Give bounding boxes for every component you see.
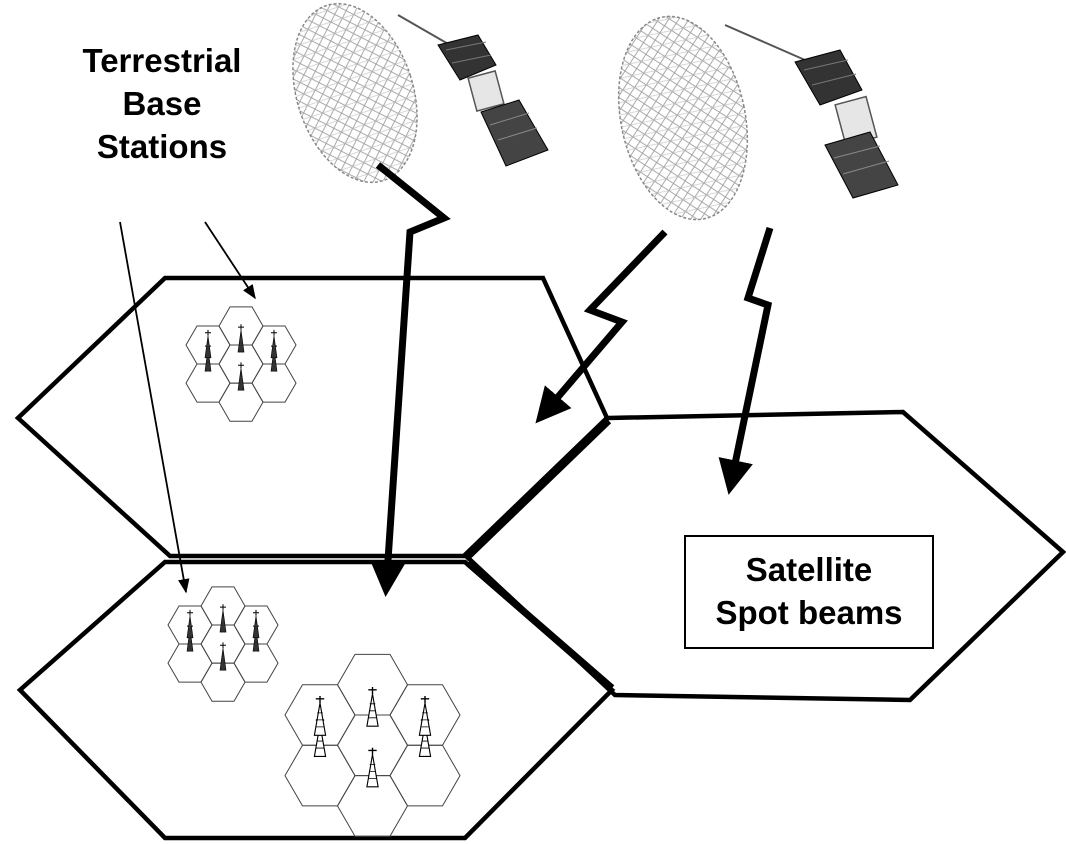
base-station-tower-icon [366,747,379,788]
spot-label-line-1: Satellite [745,551,873,588]
spot-beam-hex-upper [14,275,610,559]
downlink-arrow-2 [535,229,668,424]
base-station-tower-icon [237,362,245,391]
satellite-spot-beams-box: Satellite Spot beams [684,535,934,649]
base-station-tower-icon [237,324,245,353]
terrestrial-cell-cluster-lower-right [284,653,461,837]
beam-boundary-thick [461,416,612,562]
base-station-tower-icon [252,609,260,639]
antenna-reflector-icon [292,2,418,184]
antenna-reflector-icon [617,15,749,221]
satellite-2 [617,15,899,221]
base-station-tower-icon [219,604,227,633]
base-station-tower-icon [313,696,327,736]
lightning-arrow-icon [370,162,774,597]
base-station-tower-icon [204,329,212,359]
terrestrial-cell [336,775,409,837]
terrestrial-label-line-1: Terrestrial [82,42,242,79]
base-station-tower-icon [186,609,194,639]
pointer-arrow-upper [204,221,256,300]
downlink-arrow-3 [718,226,774,495]
terrestrial-cell-cluster-lower-left [167,586,279,702]
satellite-spot-beams-label: Satellite Spot beams [686,549,932,635]
downlink-arrow-1 [370,162,451,597]
pointer-arrow-lower [119,221,190,594]
base-station-tower-icon [270,329,278,359]
beam-boundary-thick-lower [465,560,615,691]
satellite-icon [437,34,549,167]
terrestrial-label-line-2: Base [122,84,202,122]
spot-label-line-2: Spot beams [715,593,903,631]
terrestrial-cell [218,382,264,422]
satellite-1 [292,2,549,184]
base-station-tower-icon [366,686,379,727]
terrestrial-cell [200,662,246,702]
terrestrial-cell-cluster-upper [185,306,297,422]
terrestrial-label-line-3: Stations [96,127,228,165]
spot-beam-hex-lower [16,559,616,841]
satellite-icon [794,49,899,199]
base-station-tower-icon [418,696,432,736]
terrestrial-base-stations-label: Terrestrial Base Stations [62,40,262,169]
base-station-tower-icon [219,642,227,671]
